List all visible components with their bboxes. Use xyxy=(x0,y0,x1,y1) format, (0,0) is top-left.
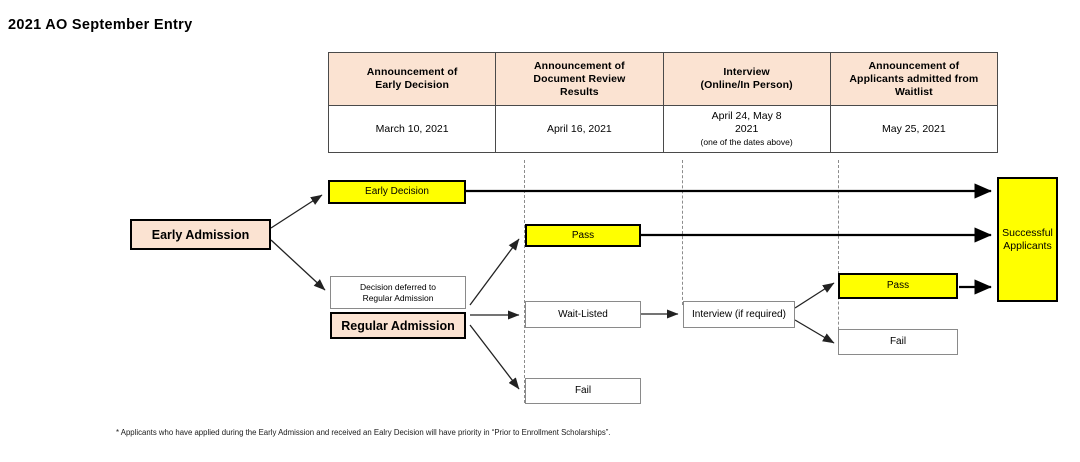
node-decision-deferred[interactable]: Decision deferred to Regular Admission xyxy=(330,276,466,309)
header-text-line1: Interview xyxy=(723,66,770,78)
schedule-date-waitlist: May 25, 2021 xyxy=(829,105,999,153)
node-label: Early Admission xyxy=(151,227,250,242)
footnote-text: * Applicants who have applied during the… xyxy=(116,428,611,437)
page-title: 2021 AO September Entry xyxy=(8,17,193,33)
date-text: March 10, 2021 xyxy=(375,122,449,135)
header-text-line1: Announcement of xyxy=(534,59,625,72)
schedule-table: Announcement of Early Decision Announcem… xyxy=(327,52,999,153)
schedule-header-waitlist: Announcement of Applicants admitted from… xyxy=(829,52,999,106)
node-regular-admission[interactable]: Regular Admission xyxy=(330,312,466,339)
node-label-line2: Applicants xyxy=(1003,239,1052,252)
date-note: (one of the dates above) xyxy=(700,136,793,147)
column-guide-waitlist xyxy=(838,160,839,355)
header-text-line3: Results xyxy=(560,85,599,98)
node-early-admission[interactable]: Early Admission xyxy=(130,219,271,250)
column-guide-interview xyxy=(682,160,683,305)
node-label-line1: Successful xyxy=(1002,226,1053,239)
node-document-pass[interactable]: Pass xyxy=(525,224,641,247)
node-label: Pass xyxy=(571,229,595,241)
arrow-interview-to-pass xyxy=(794,282,835,309)
schedule-header-interview: Interview (Online/In Person) xyxy=(662,52,831,106)
schedule-header-document-review: Announcement of Document Review Results xyxy=(495,52,664,106)
arrow-regular-to-fail xyxy=(469,324,520,390)
header-text-line1: Announcement of xyxy=(366,66,458,78)
date-text-line1: April 24, May 8 xyxy=(711,109,782,122)
arrow-interview-to-fail xyxy=(794,319,835,344)
date-text-line2: 2021 xyxy=(734,122,759,135)
arrow-regular-to-pass xyxy=(469,238,520,306)
node-label-line2: Regular Admission xyxy=(362,292,434,303)
schedule-header-early-decision: Announcement of Early Decision xyxy=(327,52,497,106)
header-text-line2: Applicants admitted from xyxy=(849,72,979,85)
date-text: May 25, 2021 xyxy=(882,122,946,135)
node-label-line1: Decision deferred to xyxy=(359,281,437,292)
schedule-date-document-review: April 16, 2021 xyxy=(495,105,664,153)
schedule-date-row: March 10, 2021 April 16, 2021 April 24, … xyxy=(327,105,999,153)
node-wait-listed[interactable]: Wait-Listed xyxy=(525,301,641,328)
node-label: Interview (if required) xyxy=(692,308,786,320)
column-guide-document-review xyxy=(524,160,525,403)
node-label: Fail xyxy=(574,385,592,396)
node-early-decision[interactable]: Early Decision xyxy=(328,180,466,204)
node-document-fail[interactable]: Fail xyxy=(525,378,641,404)
node-label: Early Decision xyxy=(365,186,429,197)
header-text-line1: Announcement of xyxy=(868,59,960,72)
node-label: Wait-Listed xyxy=(558,308,608,320)
header-text-line2: Early Decision xyxy=(375,79,450,91)
node-label: Regular Admission xyxy=(341,318,455,333)
schedule-header-row: Announcement of Early Decision Announcem… xyxy=(327,52,999,106)
node-successful-applicants[interactable]: Successful Applicants xyxy=(997,177,1058,302)
date-text: April 16, 2021 xyxy=(546,122,612,135)
arrow-early-admission-to-early-decision xyxy=(270,194,323,229)
header-text-line2: Document Review xyxy=(533,72,626,85)
node-waitlist-pass[interactable]: Pass xyxy=(838,273,958,299)
header-text-line2: (Online/In Person) xyxy=(700,79,793,91)
node-interview[interactable]: Interview (if required) xyxy=(683,301,795,328)
schedule-date-early-decision: March 10, 2021 xyxy=(327,105,497,153)
node-label: Fail xyxy=(889,336,907,347)
schedule-date-interview: April 24, May 8 2021 (one of the dates a… xyxy=(662,105,831,153)
node-label: Pass xyxy=(886,280,910,291)
node-waitlist-fail[interactable]: Fail xyxy=(838,329,958,355)
arrow-early-admission-to-deferred xyxy=(270,239,326,291)
header-text-line3: Waitlist xyxy=(895,85,933,98)
